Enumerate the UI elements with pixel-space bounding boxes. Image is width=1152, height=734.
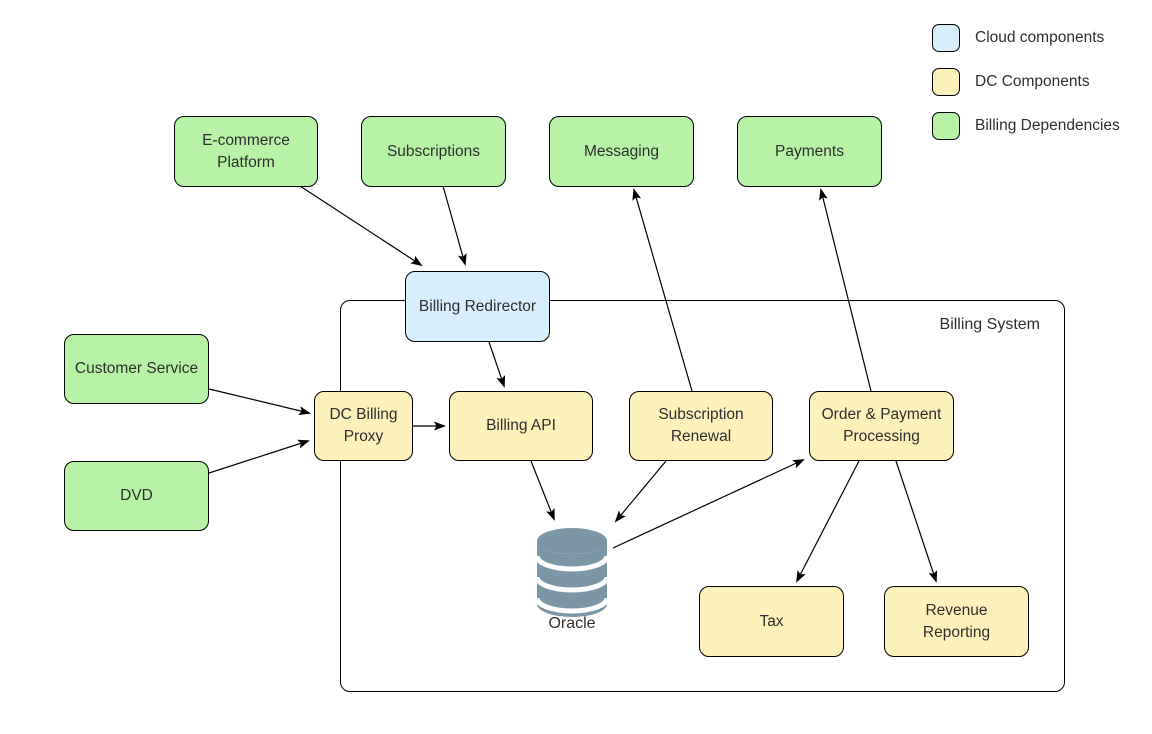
legend-label-cloud: Cloud components <box>975 29 1105 46</box>
edge-oracle-to-orderpayment <box>612 459 805 549</box>
database-label: Oracle <box>548 615 596 632</box>
legend-swatch-dc <box>932 68 960 96</box>
legend-swatch-dependency <box>932 112 960 140</box>
node-subscriptions: Subscriptions <box>361 116 506 187</box>
edge-orderpayment-to-revenue <box>895 460 938 583</box>
node-customer-service: Customer Service <box>64 334 209 404</box>
edge-orderpayment-to-tax <box>796 460 860 583</box>
edge-ecommerce-to-redirector <box>299 185 423 267</box>
node-subscription-renewal: Subscription Renewal <box>629 391 773 461</box>
edge-orderpayment-to-payments <box>819 188 872 392</box>
legend-item-dc: DC Components <box>932 68 1120 96</box>
edge-subscriptions-to-redirector <box>442 185 467 266</box>
node-messaging: Messaging <box>549 116 694 187</box>
node-tax: Tax <box>699 586 844 657</box>
database-icon <box>534 528 610 617</box>
legend-swatch-cloud <box>932 24 960 52</box>
node-payments: Payments <box>737 116 882 187</box>
node-order-payment-processing: Order & Payment Processing <box>809 391 954 461</box>
billing-system-title: Billing System <box>939 316 1040 333</box>
edge-billingapi-to-oracle <box>530 460 555 521</box>
node-dc-billing-proxy: DC Billing Proxy <box>314 391 413 461</box>
node-billing-api: Billing API <box>449 391 593 461</box>
node-dvd: DVD <box>64 461 209 531</box>
edge-customerservice-to-proxy <box>208 388 311 416</box>
edge-dvd-to-proxy <box>208 439 310 474</box>
legend-label-dc: DC Components <box>975 73 1090 90</box>
edge-renewal-to-messaging <box>632 188 693 392</box>
node-revenue-reporting: Revenue Reporting <box>884 586 1029 657</box>
edge-renewal-to-oracle <box>614 460 667 523</box>
legend-item-dependency: Billing Dependencies <box>932 112 1120 140</box>
legend-item-cloud: Cloud components <box>932 24 1120 52</box>
legend-label-dependency: Billing Dependencies <box>975 117 1120 134</box>
node-ecommerce-platform: E-commerce Platform <box>174 116 318 187</box>
edge-redirector-to-billingapi <box>488 341 506 388</box>
legend: Cloud components DC Components Billing D… <box>932 24 1120 156</box>
node-billing-redirector: Billing Redirector <box>405 271 550 342</box>
